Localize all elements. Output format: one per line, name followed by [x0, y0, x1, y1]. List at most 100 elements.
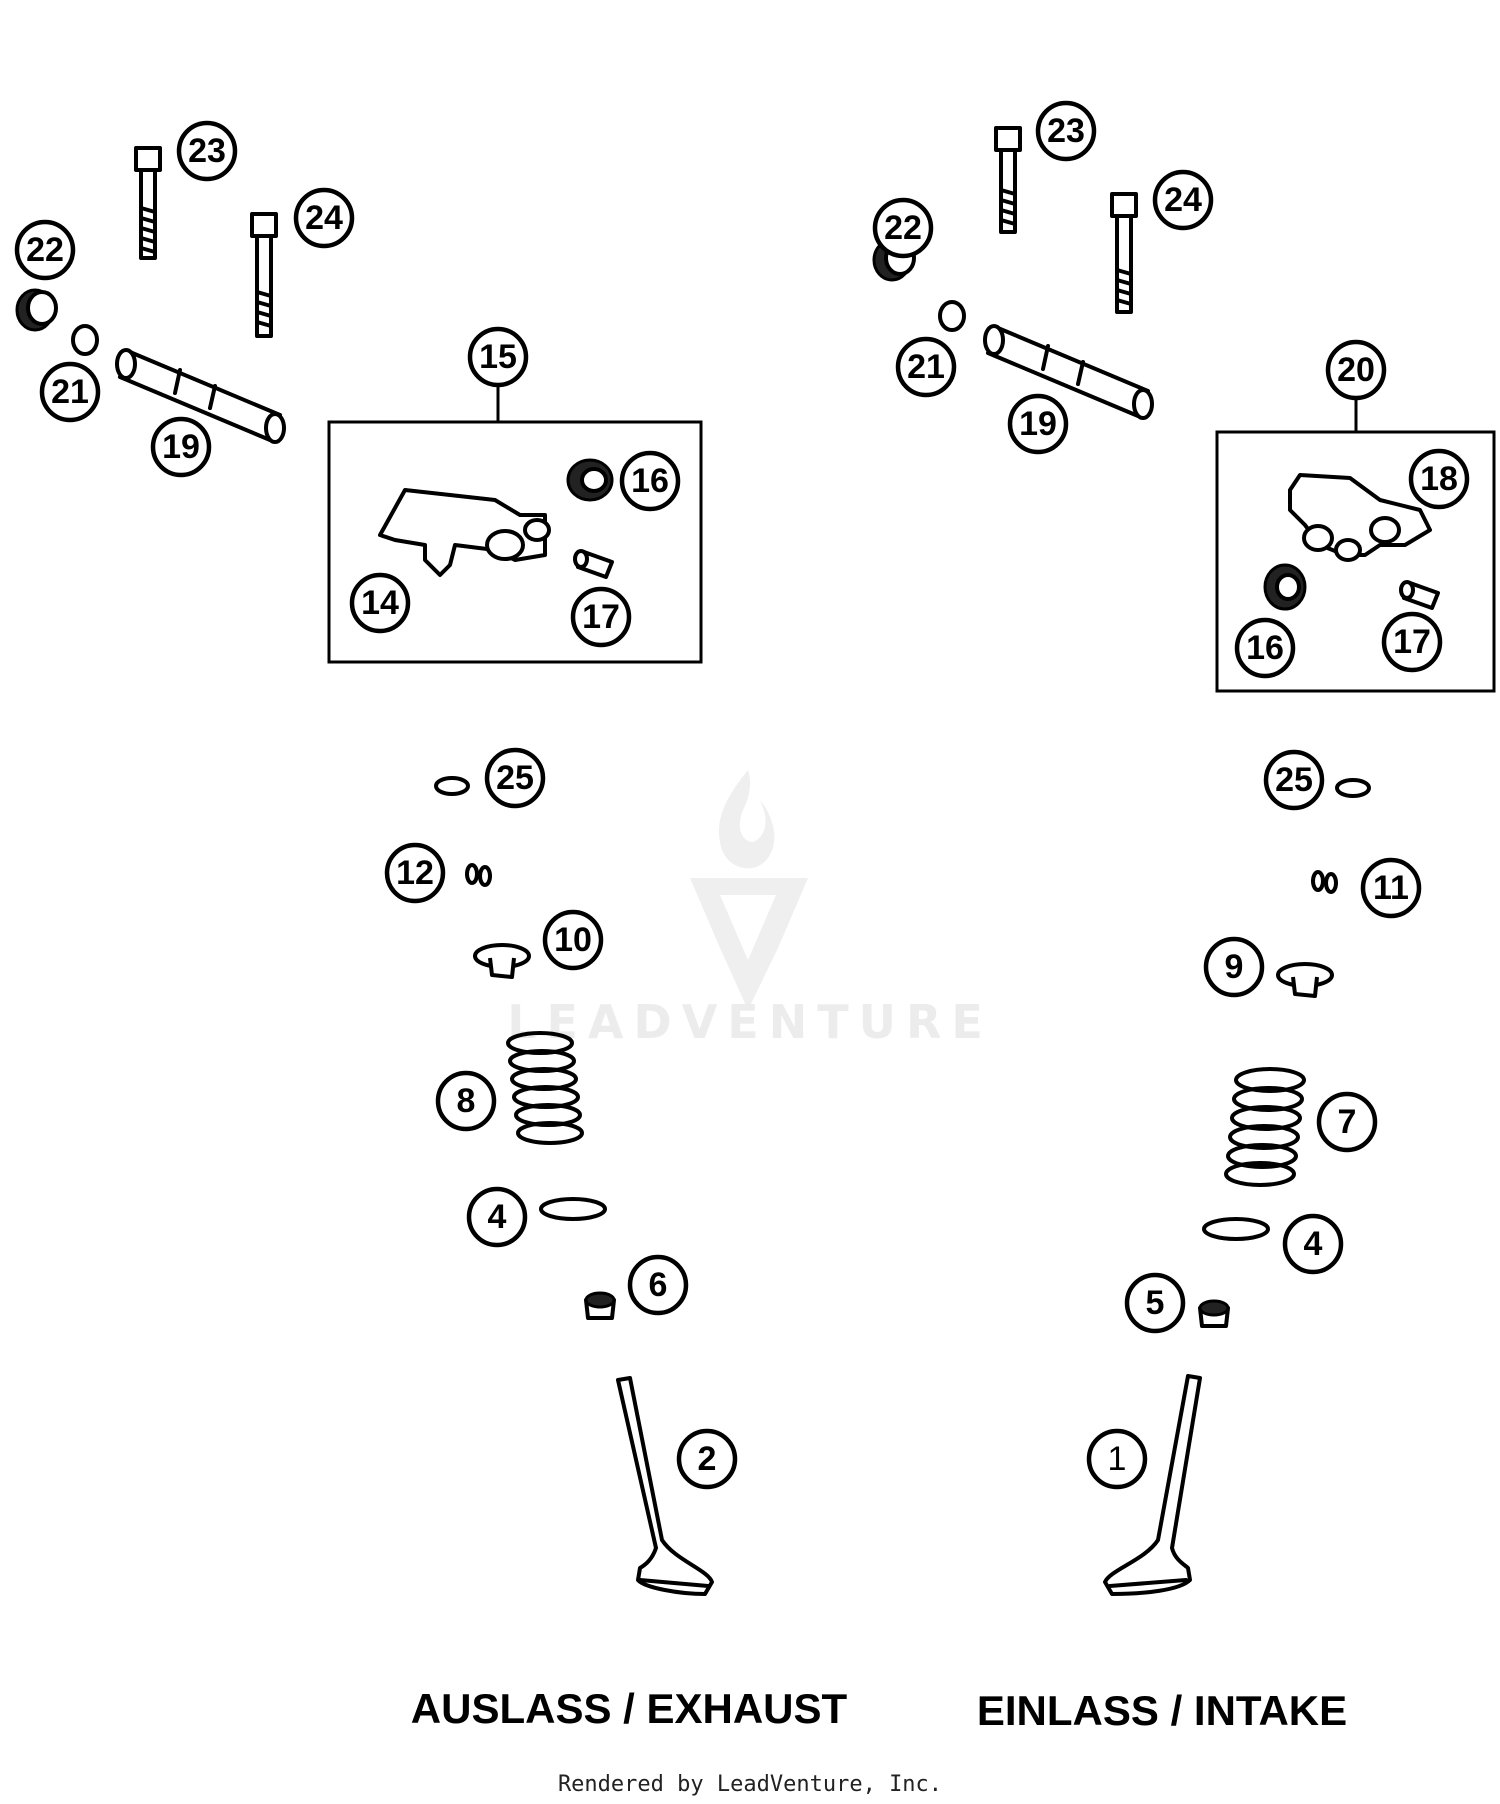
part-25-shim-exhaust	[434, 776, 470, 796]
part-23-bolt-intake	[994, 126, 1022, 234]
part-5-valve-seal-intake	[1198, 1299, 1230, 1328]
callout-24-exhaust-label: 24	[305, 199, 343, 237]
callout-23-intake: 23	[1035, 100, 1097, 162]
callout-8: 8	[435, 1070, 497, 1132]
part-22-plug-exhaust	[15, 288, 58, 332]
part-21-oring-exhaust	[71, 324, 99, 356]
watermark-v-icon	[690, 878, 808, 1010]
callout-21-exhaust: 21	[39, 361, 101, 423]
callout-17-exhaust-label: 17	[582, 598, 620, 636]
callout-4-intake: 4	[1282, 1213, 1344, 1275]
callout-21-intake: 21	[895, 336, 957, 398]
part-12-valve-keepers	[465, 863, 492, 887]
callout-21-exhaust-label: 21	[51, 373, 89, 411]
callout-2: 2	[676, 1428, 738, 1490]
callout-24-intake-label: 24	[1164, 181, 1202, 219]
callout-16-exhaust-label: 16	[631, 462, 669, 500]
callout-17-intake: 17	[1381, 611, 1443, 673]
callout-25-intake: 25	[1263, 749, 1325, 811]
callout-5-label: 5	[1146, 1284, 1165, 1322]
callout-25-exhaust: 25	[484, 747, 546, 809]
part-8-valve-spring	[506, 1031, 584, 1145]
callout-15-label: 15	[479, 338, 517, 376]
callout-12: 12	[384, 842, 446, 904]
callout-7-label: 7	[1338, 1103, 1357, 1141]
callout-24-exhaust: 24	[293, 187, 355, 249]
callout-23-exhaust: 23	[176, 120, 238, 182]
part-6-valve-seal-exhaust	[584, 1291, 616, 1320]
callout-16-intake-label: 16	[1246, 629, 1284, 667]
kit-box-15	[327, 420, 703, 664]
callout-14: 14	[349, 572, 411, 634]
part-7-valve-spring	[1224, 1067, 1306, 1187]
callout-22-intake: 22	[872, 197, 934, 259]
callout-6-label: 6	[649, 1266, 668, 1304]
part-21-oring-intake	[938, 300, 966, 332]
watermark-flame-icon	[718, 770, 775, 869]
part-17-pin-exhaust	[573, 549, 614, 579]
callout-16-intake: 16	[1234, 617, 1296, 679]
callout-20-label: 20	[1337, 351, 1375, 389]
part-19-shaft-intake	[983, 324, 1154, 420]
callout-18: 18	[1408, 448, 1470, 510]
callout-7: 7	[1316, 1091, 1378, 1153]
callout-14-label: 14	[361, 584, 399, 622]
part-14-rocker-arm	[378, 488, 551, 577]
callout-23-exhaust-label: 23	[188, 132, 226, 170]
part-11-valve-keepers	[1311, 870, 1338, 894]
callout-17-exhaust: 17	[570, 586, 632, 648]
callout-17-intake-label: 17	[1393, 623, 1431, 661]
callout-2-label: 2	[698, 1440, 717, 1478]
part-24-bolt-exhaust	[250, 212, 278, 338]
callout-24-intake: 24	[1152, 169, 1214, 231]
callout-4-exhaust: 4	[466, 1186, 528, 1248]
watermark: LEADVENTURE	[507, 770, 993, 1049]
callout-19-intake: 19	[1007, 393, 1069, 455]
part-2-exhaust-valve	[616, 1376, 714, 1596]
callout-9: 9	[1203, 936, 1265, 998]
callout-25-exhaust-label: 25	[496, 759, 534, 797]
callout-21-intake-label: 21	[907, 348, 945, 386]
callout-19-exhaust: 19	[150, 416, 212, 478]
callout-4-exhaust-label: 4	[488, 1198, 507, 1236]
callout-16-exhaust: 16	[619, 450, 681, 512]
callout-10-label: 10	[554, 921, 592, 959]
part-25-shim-intake	[1335, 778, 1371, 798]
part-19-shaft-exhaust	[115, 348, 286, 444]
callout-1: 1	[1086, 1428, 1148, 1490]
part-17-pin-intake	[1399, 580, 1440, 610]
callout-5: 5	[1124, 1272, 1186, 1334]
exhaust-section-label: AUSLASS / EXHAUST	[411, 1685, 848, 1732]
callout-9-label: 9	[1225, 948, 1244, 986]
part-4-spring-seat-exhaust	[539, 1197, 607, 1221]
callout-23-intake-label: 23	[1047, 112, 1085, 150]
callout-22-exhaust-label: 22	[26, 231, 64, 269]
callout-11-label: 11	[1373, 869, 1409, 907]
part-1-intake-valve	[1103, 1374, 1202, 1596]
callout-18-label: 18	[1420, 460, 1458, 498]
callout-4-intake-label: 4	[1304, 1225, 1323, 1263]
callout-20: 20	[1325, 339, 1387, 401]
callout-11: 11	[1360, 857, 1422, 919]
watermark-text: LEADVENTURE	[507, 995, 993, 1049]
part-9-spring-retainer	[1276, 962, 1334, 998]
part-18-rocker-arm	[1288, 473, 1432, 562]
callout-22-exhaust: 22	[14, 219, 76, 281]
callout-15: 15	[467, 326, 529, 388]
part-10-spring-retainer	[473, 943, 531, 979]
callout-10: 10	[542, 909, 604, 971]
callout-12-label: 12	[396, 854, 434, 892]
part-24-bolt-intake	[1110, 192, 1138, 314]
callout-22-intake-label: 22	[884, 209, 922, 247]
part-4-spring-seat-intake	[1202, 1217, 1270, 1241]
part-23-bolt-exhaust	[134, 146, 162, 260]
callout-8-label: 8	[457, 1082, 476, 1120]
footer-credit: Rendered by LeadVenture, Inc.	[558, 1772, 942, 1797]
callout-19-exhaust-label: 19	[162, 428, 200, 466]
part-16-bearing-exhaust	[566, 458, 614, 502]
callout-6: 6	[627, 1254, 689, 1316]
callout-19-intake-label: 19	[1019, 405, 1057, 443]
callout-1-label: 1	[1108, 1440, 1127, 1478]
intake-section-label: EINLASS / INTAKE	[977, 1687, 1347, 1734]
